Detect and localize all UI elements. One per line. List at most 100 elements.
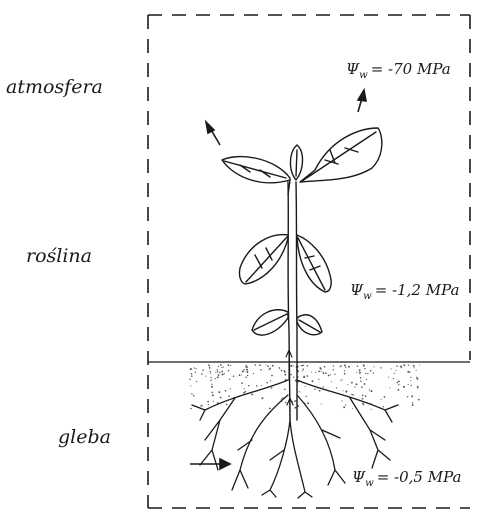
root-left-main <box>192 380 288 470</box>
soil-dot <box>345 404 346 405</box>
soil-dot <box>373 366 374 367</box>
soil-dot <box>217 371 218 372</box>
soil-dot <box>373 372 374 373</box>
soil-dot <box>227 364 229 366</box>
soil-dot <box>399 381 400 382</box>
soil-dot <box>220 397 222 399</box>
soil-dot <box>351 394 352 395</box>
soil-dot <box>211 384 212 385</box>
soil-dot <box>381 399 382 400</box>
soil-dot <box>259 364 261 366</box>
soil-dot <box>281 399 282 400</box>
soil-dot <box>343 406 345 408</box>
soil-dot <box>245 365 246 366</box>
psi-symbol: Ψ <box>352 468 366 486</box>
soil-dot <box>319 367 321 369</box>
soil-dot <box>314 388 316 390</box>
soil-dot <box>244 388 245 389</box>
soil-dot <box>397 389 399 391</box>
soil-dot <box>255 364 256 365</box>
soil-dot <box>412 404 414 406</box>
soil-dot <box>245 367 246 368</box>
soil-dot <box>242 371 243 372</box>
soil-dot <box>362 398 364 400</box>
leaf-middle-left <box>239 235 288 284</box>
soil-dot <box>247 375 249 377</box>
soil-dot <box>417 388 418 389</box>
soil-dot <box>416 370 417 371</box>
soil-dot <box>270 368 271 369</box>
soil-dot <box>230 365 231 366</box>
soil-dot <box>213 401 214 402</box>
soil-dot <box>196 381 197 382</box>
leaf-top <box>290 145 302 180</box>
zone-label-soil: gleba <box>58 426 111 448</box>
soil-dot <box>221 371 223 373</box>
soil-dot <box>394 373 395 374</box>
soil-dot <box>299 391 300 392</box>
psi-subscript: w <box>363 291 372 302</box>
psi-subscript: w <box>359 70 368 81</box>
soil-dot <box>272 365 274 367</box>
soil-dot <box>265 365 266 366</box>
soil-dot <box>324 366 326 368</box>
soil-dot <box>228 395 230 397</box>
soil-dot <box>334 374 335 375</box>
soil-dot <box>241 382 243 384</box>
soil-dot <box>244 391 246 393</box>
soil-dot <box>315 372 316 373</box>
soil-dot <box>383 406 384 407</box>
soil-dot <box>362 403 364 405</box>
arrow-soil-in-head <box>220 459 230 469</box>
soil-dot <box>352 394 354 396</box>
soil-dot <box>396 370 397 371</box>
soil-dot <box>220 364 222 366</box>
psi-symbol: Ψ <box>350 281 364 299</box>
soil-dot <box>305 386 306 387</box>
soil-dot <box>398 384 399 385</box>
root-right-main <box>297 380 398 468</box>
soil-dot <box>222 366 223 367</box>
soil-dot <box>343 390 344 391</box>
soil-dot <box>207 401 209 403</box>
soil-dot <box>218 374 220 376</box>
soil-dot <box>190 368 192 370</box>
soil-dot <box>390 368 391 369</box>
soil-dot <box>369 389 370 390</box>
soil-dot <box>228 370 229 371</box>
soil-dot <box>293 365 294 366</box>
soil-dot <box>239 374 241 376</box>
soil-dot <box>303 365 304 366</box>
soil-dot <box>417 386 419 388</box>
soil-dot <box>307 402 309 404</box>
soil-dot <box>389 387 390 388</box>
root-center <box>262 420 312 498</box>
soil-dot <box>336 387 337 388</box>
soil-dot <box>210 377 211 378</box>
soil-dot <box>364 383 366 385</box>
soil-dot <box>344 370 345 371</box>
soil-dot <box>302 368 304 370</box>
potential-label-atmosphere: Ψw= -70 MPa <box>346 60 451 81</box>
flow-arrows <box>190 90 366 469</box>
soil-dot <box>260 369 262 371</box>
soil-dot <box>201 373 202 374</box>
soil-dot <box>302 365 303 366</box>
soil-dot <box>332 369 333 370</box>
soil-dot <box>210 371 211 372</box>
soil-dot <box>396 366 397 367</box>
soil-dot <box>403 364 405 366</box>
soil-dot <box>400 366 402 368</box>
soil-dot <box>325 372 327 374</box>
soil-dot <box>201 405 203 407</box>
soil-dot <box>352 408 353 409</box>
soil-dot <box>290 374 292 376</box>
soil-dot <box>354 386 355 387</box>
soil-dot <box>306 375 308 377</box>
soil-dot <box>344 365 346 367</box>
soil-dot <box>190 408 192 410</box>
soil-dot <box>209 368 210 369</box>
soil-dot <box>348 366 350 368</box>
soil-dot <box>411 385 412 386</box>
soil-dot <box>410 380 411 381</box>
